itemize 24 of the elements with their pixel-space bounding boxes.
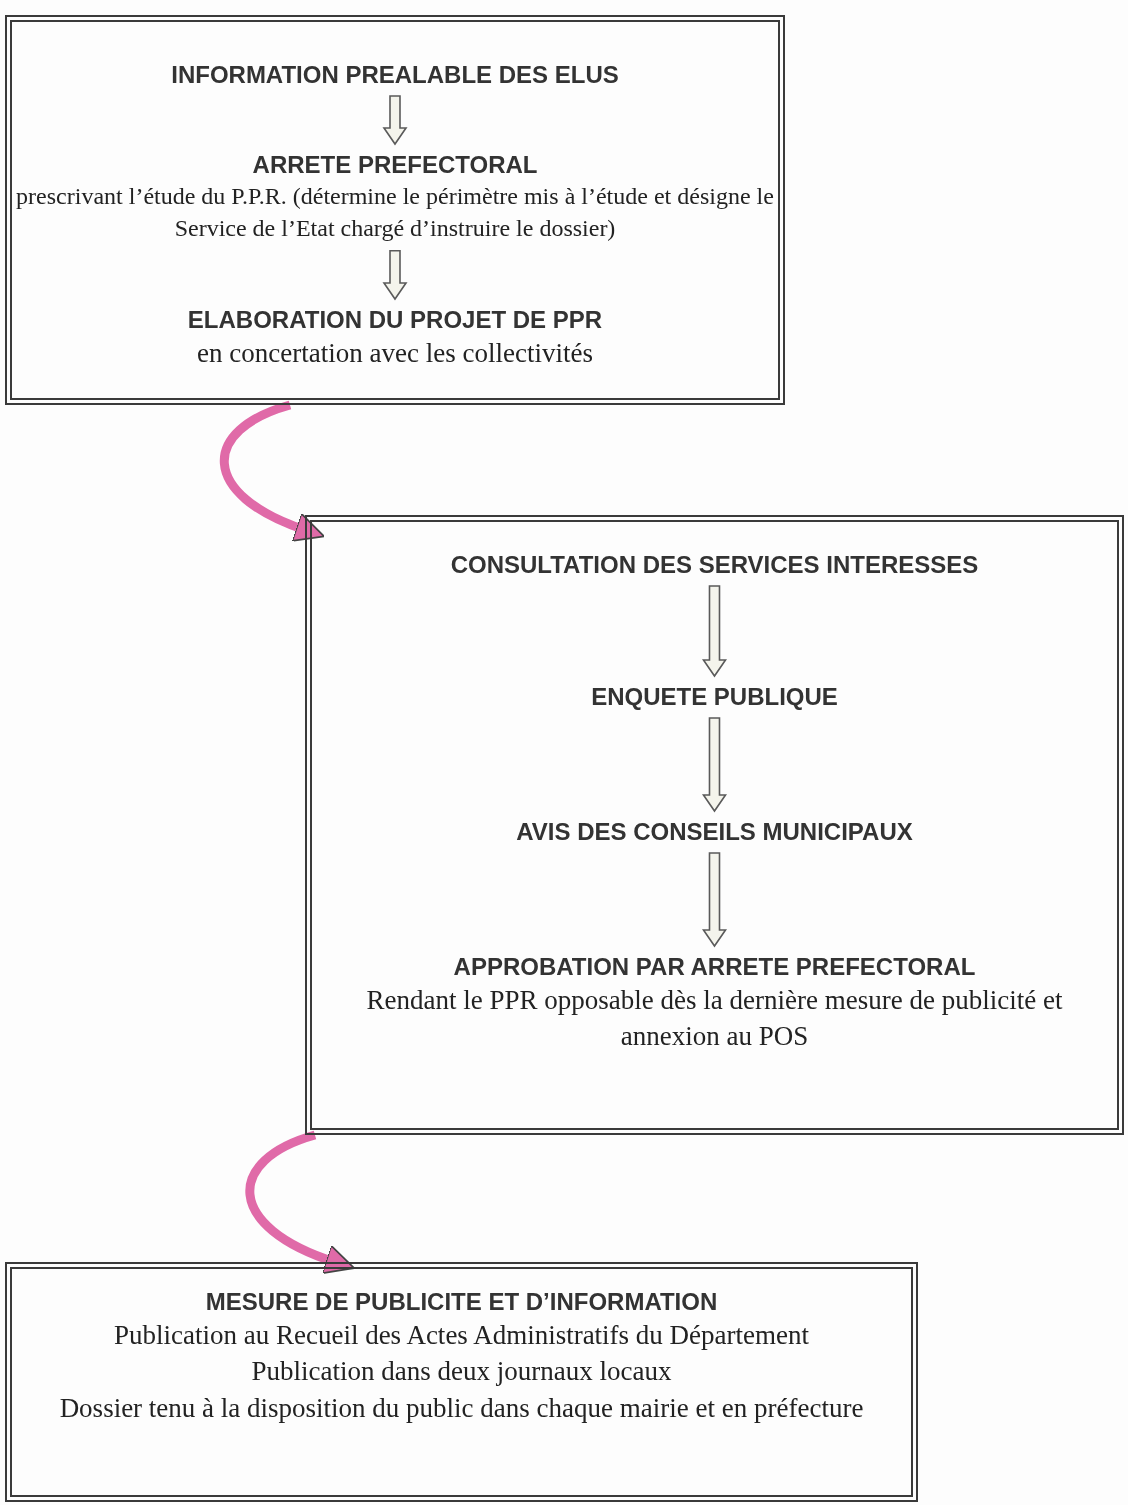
step-heading: MESURE DE PUBLICITE ET D’INFORMATION: [205, 1287, 718, 1317]
curved-arrow: [245, 1130, 355, 1274]
step-description: Dossier tenu à la disposition du public dans chaque mairie et en préfecture: [59, 1391, 864, 1425]
down-arrow: [701, 585, 727, 678]
step-heading: CONSULTATION DES SERVICES INTERESSES: [450, 550, 979, 580]
down-arrow: [701, 717, 727, 813]
down-arrow: [701, 852, 728, 948]
step-heading: APPROBATION PAR ARRETE PREFECTORAL: [453, 952, 976, 982]
step-description: en concertation avec les collectivités: [197, 337, 593, 370]
step-description: Rendant le PPR opposable dès la dernière mesure de publicité et annexion au POS: [365, 984, 1064, 1054]
step-heading: ENQUETE PUBLIQUE: [591, 682, 838, 712]
step-description: prescrivant l’étude du P.P.R. (détermine le périmètre mis à l’étude et désigne le Service de l’Etat chargé d’instruire le dossier): [15, 182, 775, 244]
stage-frame: [5, 15, 785, 405]
stage-frame: [305, 515, 1124, 1135]
stage-box: [5, 1262, 918, 1502]
step-description: Publication dans deux journaux locaux: [251, 1355, 672, 1389]
step-description: Publication au Recueil des Actes Administratifs du Département: [113, 1319, 810, 1352]
step-heading: AVIS DES CONSEILS MUNICIPAUX: [516, 817, 913, 847]
curved-arrow: [219, 400, 325, 542]
step-heading: ARRETE PREFECTORAL: [252, 150, 538, 180]
step-heading: ELABORATION DU PROJET DE PPR: [187, 305, 603, 335]
down-arrow: [382, 95, 408, 146]
step-heading: INFORMATION PREALABLE DES ELUS: [171, 60, 619, 90]
down-arrow: [382, 250, 408, 301]
